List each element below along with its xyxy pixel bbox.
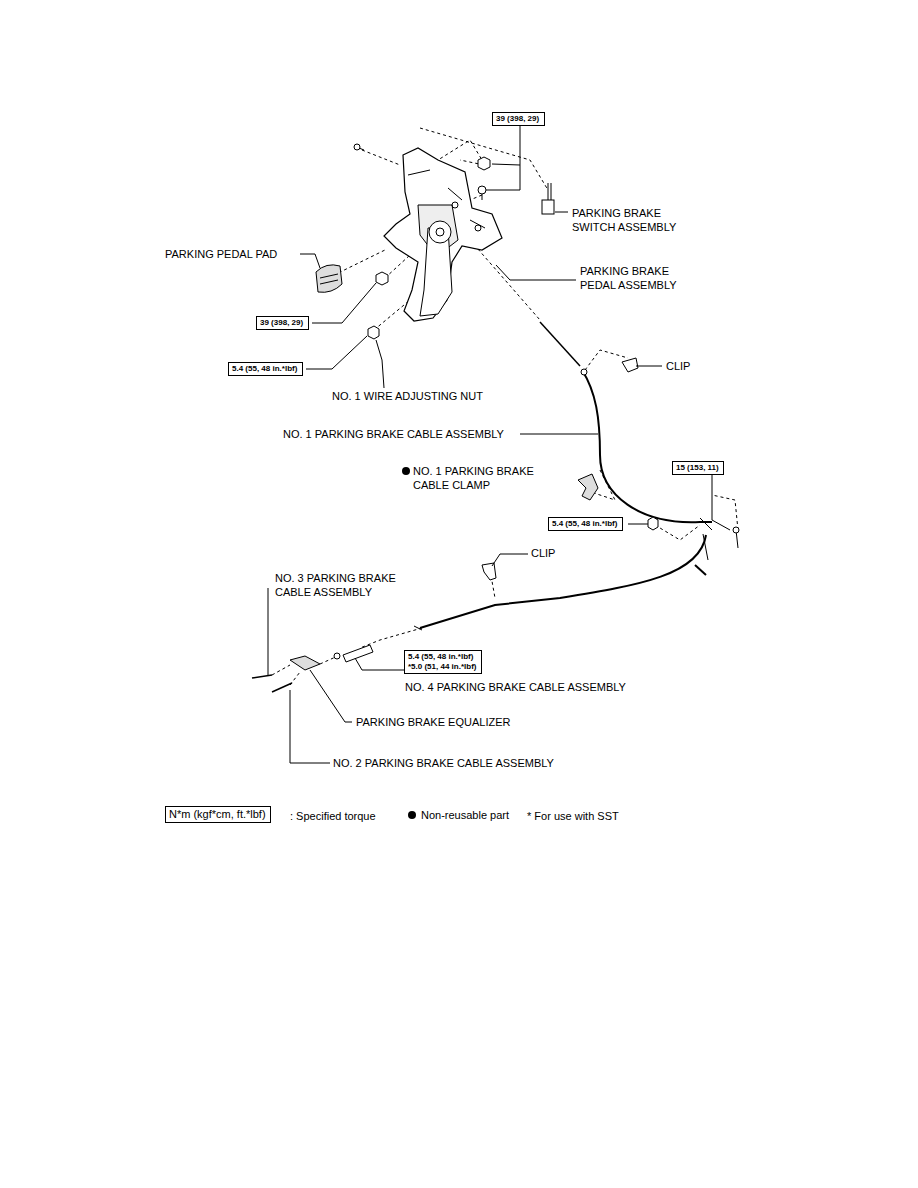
part-label: CLIP <box>665 359 691 373</box>
torque-value: 15 (153, 11) <box>676 463 720 473</box>
torque-value: 5.4 (55, 48 in.*lbf) <box>408 652 478 662</box>
part-label: : Specified torque <box>289 809 377 823</box>
part-label: PARKING PEDAL PAD <box>164 247 278 261</box>
torque-spec-box: 5.4 (55, 48 in.*lbf)*5.0 (51, 44 in.*lbf… <box>404 650 482 674</box>
torque-value: *5.0 (51, 44 in.*lbf) <box>408 662 478 672</box>
torque-spec-box: 39 (398, 29) <box>492 112 545 126</box>
part-label: NO. 1 PARKING BRAKE CABLE ASSEMBLY <box>282 427 505 441</box>
part-label: CLIP <box>530 546 556 560</box>
part-label: NO. 4 PARKING BRAKE CABLE ASSEMBLY <box>404 680 627 694</box>
part-label: NO. 3 PARKING BRAKE CABLE ASSEMBLY <box>274 571 421 599</box>
torque-value: 5.4 (55, 48 in.*lbf) <box>232 364 299 374</box>
torque-spec-box: 39 (398, 29) <box>256 316 309 330</box>
torque-spec-box: 15 (153, 11) <box>672 461 724 475</box>
part-label: PARKING BRAKE PEDAL ASSEMBLY <box>579 264 699 292</box>
part-label: * For use with SST <box>526 809 620 823</box>
part-label: NO. 1 WIRE ADJUSTING NUT <box>331 389 484 403</box>
part-label: NO. 1 PARKING BRAKE CABLE CLAMP <box>412 464 544 492</box>
part-label: PARKING BRAKE SWITCH ASSEMBLY <box>571 206 691 234</box>
torque-value: 39 (398, 29) <box>496 114 541 124</box>
torque-value: N*m (kgf*cm, ft.*lbf) <box>169 808 267 821</box>
legend-text: Non-reusable part <box>421 808 509 822</box>
non-reusable-dot <box>408 811 416 819</box>
part-label: PARKING BRAKE EQUALIZER <box>355 715 511 729</box>
torque-value: 5.4 (55, 48 in.*lbf) <box>552 519 619 529</box>
part-label: NO. 2 PARKING BRAKE CABLE ASSEMBLY <box>332 756 555 770</box>
torque-spec-box: 5.4 (55, 48 in.*lbf) <box>548 517 623 531</box>
legend-torque-box: N*m (kgf*cm, ft.*lbf) <box>165 806 271 823</box>
torque-spec-box: 5.4 (55, 48 in.*lbf) <box>228 362 303 376</box>
torque-value: 39 (398, 29) <box>260 318 305 328</box>
